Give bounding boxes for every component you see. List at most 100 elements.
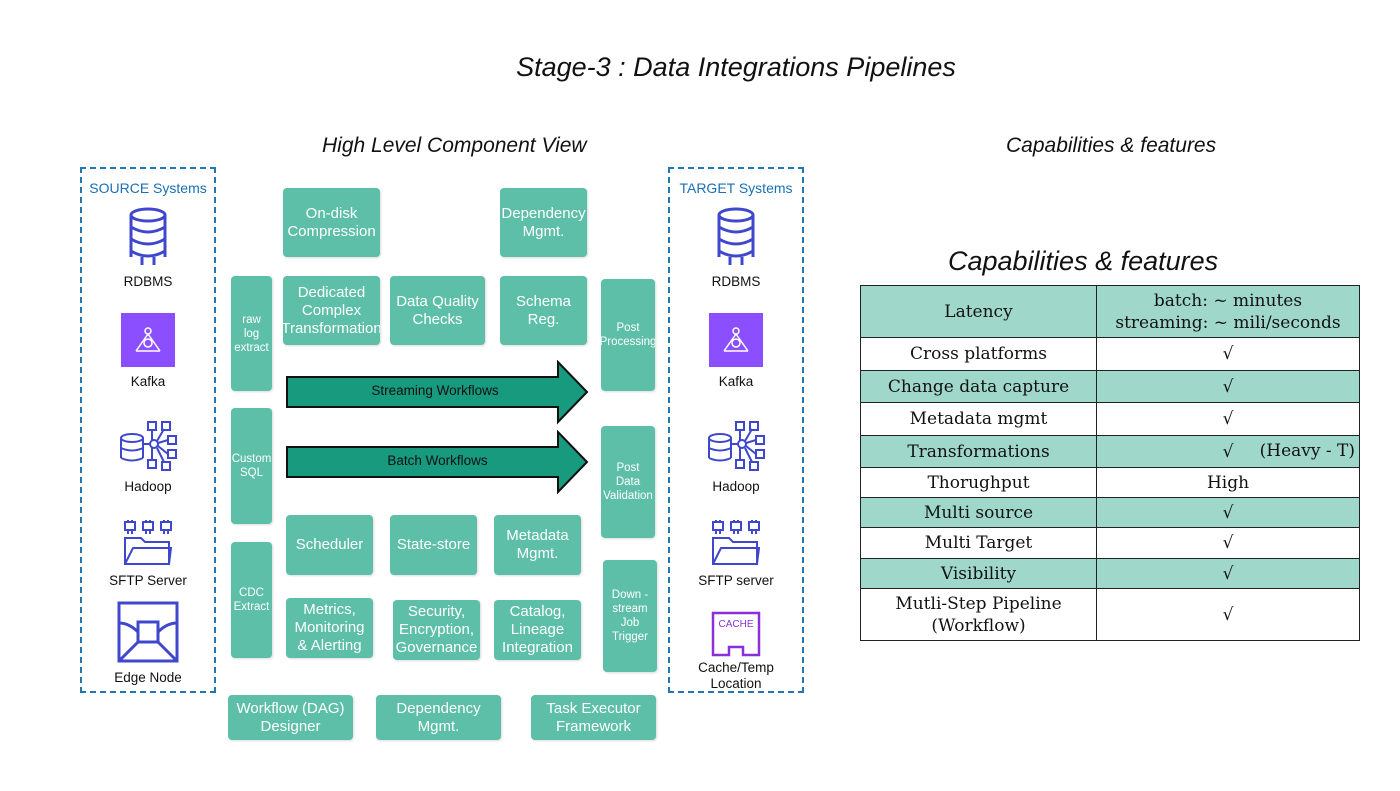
table-row: Multi source √ <box>860 497 1360 528</box>
database-icon <box>129 207 167 265</box>
capabilities-title: Capabilities & features <box>948 246 1219 276</box>
table-row: Metadata mgmt √ <box>860 402 1360 436</box>
value-cell: √ <box>1096 527 1360 559</box>
feature-cell: Cross platforms <box>860 337 1097 371</box>
source-systems-panel <box>80 167 216 693</box>
dependency-mgmt-top-box: Dependency Mgmt. <box>500 188 587 257</box>
value-cell: √ (Heavy - T) <box>1096 435 1360 468</box>
feature-cell: Thorughput <box>860 467 1097 498</box>
capabilities-table: Latency batch: ~ minutes streaming: ~ mi… <box>860 285 1360 641</box>
streaming-workflows-arrow <box>286 360 589 425</box>
feature-cell: Visibility <box>860 558 1097 589</box>
target-cache: CACHE Cache/Temp Location <box>668 611 804 692</box>
component-view-title: High Level Component View <box>322 134 587 157</box>
feature-cell: Change data capture <box>860 370 1097 403</box>
cache-icon-text: CACHE <box>718 619 753 630</box>
target-rdbms: RDBMS <box>668 207 804 289</box>
source-hadoop-label: Hadoop <box>124 479 172 494</box>
streaming-workflows-label: Streaming Workflows <box>371 383 499 398</box>
source-edge-node-label: Edge Node <box>114 670 182 685</box>
feature-cell: Multi Target <box>860 527 1097 559</box>
sftp-folder-icon <box>124 520 173 565</box>
feature-cell: Transformations <box>860 435 1097 468</box>
workflow-designer-box: Workflow (DAG) Designer <box>228 695 353 740</box>
source-rdbms: RDBMS <box>80 207 216 289</box>
source-kafka-label: Kafka <box>130 374 166 389</box>
table-row: Thorughput High <box>860 467 1360 498</box>
sftp-folder-icon <box>712 520 761 565</box>
table-row: Transformations √ (Heavy - T) <box>860 435 1360 468</box>
database-icon <box>717 207 755 265</box>
schema-reg-box: Schema Reg. <box>500 276 587 345</box>
kafka-icon <box>709 313 763 367</box>
value-cell: High <box>1096 467 1360 498</box>
dedicated-transformation-box: Dedicated Complex Transformation <box>283 276 380 345</box>
cache-icon: CACHE <box>711 611 761 657</box>
source-sftp-label: SFTP Server <box>109 573 187 588</box>
batch-workflows-arrow <box>286 430 589 495</box>
feature-cell: Multi source <box>860 497 1097 528</box>
source-sftp: SFTP Server <box>80 520 216 588</box>
post-processing-box: Post Processing <box>601 279 655 391</box>
scheduler-box: Scheduler <box>286 515 373 575</box>
security-governance-box: Security, Encryption, Governance <box>393 600 480 660</box>
value-cell: √ <box>1096 558 1360 589</box>
value-line: streaming: ~ mili/seconds <box>1115 312 1341 333</box>
capabilities-title-top: Capabilities & features <box>1006 134 1217 157</box>
feature-cell: Mutli-Step Pipeline (Workflow) <box>860 588 1097 641</box>
kafka-icon <box>121 313 175 367</box>
catalog-lineage-box: Catalog, Lineage Integration <box>494 600 581 660</box>
target-kafka: Kafka <box>668 313 804 389</box>
source-edge-node: Edge Node <box>80 601 216 685</box>
custom-sql-box: Custom SQL <box>231 408 272 524</box>
value-cell: √ <box>1096 402 1360 436</box>
batch-workflows-label: Batch Workflows <box>387 453 488 468</box>
metadata-mgmt-box: Metadata Mgmt. <box>494 515 581 575</box>
target-systems-panel <box>668 167 804 693</box>
value-cell: √ <box>1096 337 1360 371</box>
hadoop-icon <box>120 421 177 471</box>
post-data-validation-box: Post Data Validation <box>601 426 655 538</box>
source-kafka: Kafka <box>80 313 216 389</box>
value-cell: batch: ~ minutes streaming: ~ mili/secon… <box>1096 285 1360 338</box>
feature-line: (Workflow) <box>931 615 1026 636</box>
on-disk-compression-box: On-disk Compression <box>283 188 380 257</box>
table-row: Multi Target √ <box>860 527 1360 559</box>
page-title: Stage-3 : Data Integrations Pipelines <box>516 52 956 82</box>
table-row: Mutli-Step Pipeline (Workflow) √ <box>860 588 1360 641</box>
data-quality-checks-box: Data Quality Checks <box>390 276 485 345</box>
value-cell: √ <box>1096 588 1360 641</box>
target-kafka-label: Kafka <box>718 374 754 389</box>
target-sftp: SFTP server <box>668 520 804 588</box>
target-systems-title: TARGET Systems <box>679 180 793 196</box>
raw-log-extract-box: raw log extract <box>231 276 272 391</box>
value-line: batch: ~ minutes <box>1153 290 1303 311</box>
target-hadoop: Hadoop <box>668 418 804 494</box>
feature-cell: Metadata mgmt <box>860 402 1097 436</box>
value-cell: √ <box>1096 370 1360 403</box>
table-row: Latency batch: ~ minutes streaming: ~ mi… <box>860 285 1360 338</box>
metrics-monitoring-box: Metrics, Monitoring & Alerting <box>286 598 373 658</box>
edge-node-icon <box>117 601 179 663</box>
source-rdbms-label: RDBMS <box>123 274 173 289</box>
cdc-extract-box: CDC Extract <box>231 542 272 658</box>
feature-cell: Latency <box>860 285 1097 338</box>
source-systems-title: SOURCE Systems <box>89 180 207 196</box>
value-note: (Heavy - T) <box>1259 441 1355 461</box>
task-executor-box: Task Executor Framework <box>531 695 656 740</box>
target-hadoop-label: Hadoop <box>712 479 760 494</box>
dependency-mgmt-bottom-box: Dependency Mgmt. <box>376 695 501 740</box>
value-check: √ <box>1222 441 1234 462</box>
value-cell: √ <box>1096 497 1360 528</box>
hadoop-icon <box>708 421 765 471</box>
target-rdbms-label: RDBMS <box>711 274 761 289</box>
table-row: Change data capture √ <box>860 370 1360 403</box>
target-cache-label: Cache/Temp Location <box>698 660 774 691</box>
state-store-box: State-store <box>390 515 477 575</box>
downstream-job-trigger-box: Down -stream Job Trigger <box>603 560 657 672</box>
table-row: Visibility √ <box>860 558 1360 589</box>
target-sftp-label: SFTP server <box>698 573 774 588</box>
feature-line: Mutli-Step Pipeline <box>895 593 1062 614</box>
source-hadoop: Hadoop <box>80 418 216 494</box>
table-row: Cross platforms √ <box>860 337 1360 371</box>
